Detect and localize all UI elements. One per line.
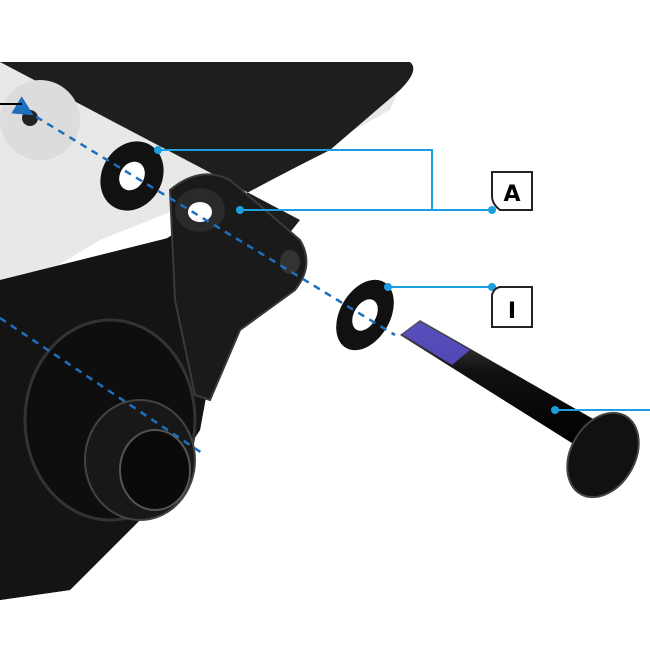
bolt xyxy=(400,320,640,499)
callout-a-label: A xyxy=(503,182,520,207)
callout-i-label: I xyxy=(508,299,516,324)
callout-i: I xyxy=(491,286,533,328)
washer-top xyxy=(100,141,164,211)
assembly-axis xyxy=(0,96,396,457)
mounting-bracket xyxy=(168,173,308,402)
leader-lines xyxy=(0,103,650,411)
washer-lower xyxy=(336,279,394,351)
leader-dots xyxy=(154,146,559,414)
callout-a: A xyxy=(491,171,533,211)
spline-shaft xyxy=(23,318,197,522)
